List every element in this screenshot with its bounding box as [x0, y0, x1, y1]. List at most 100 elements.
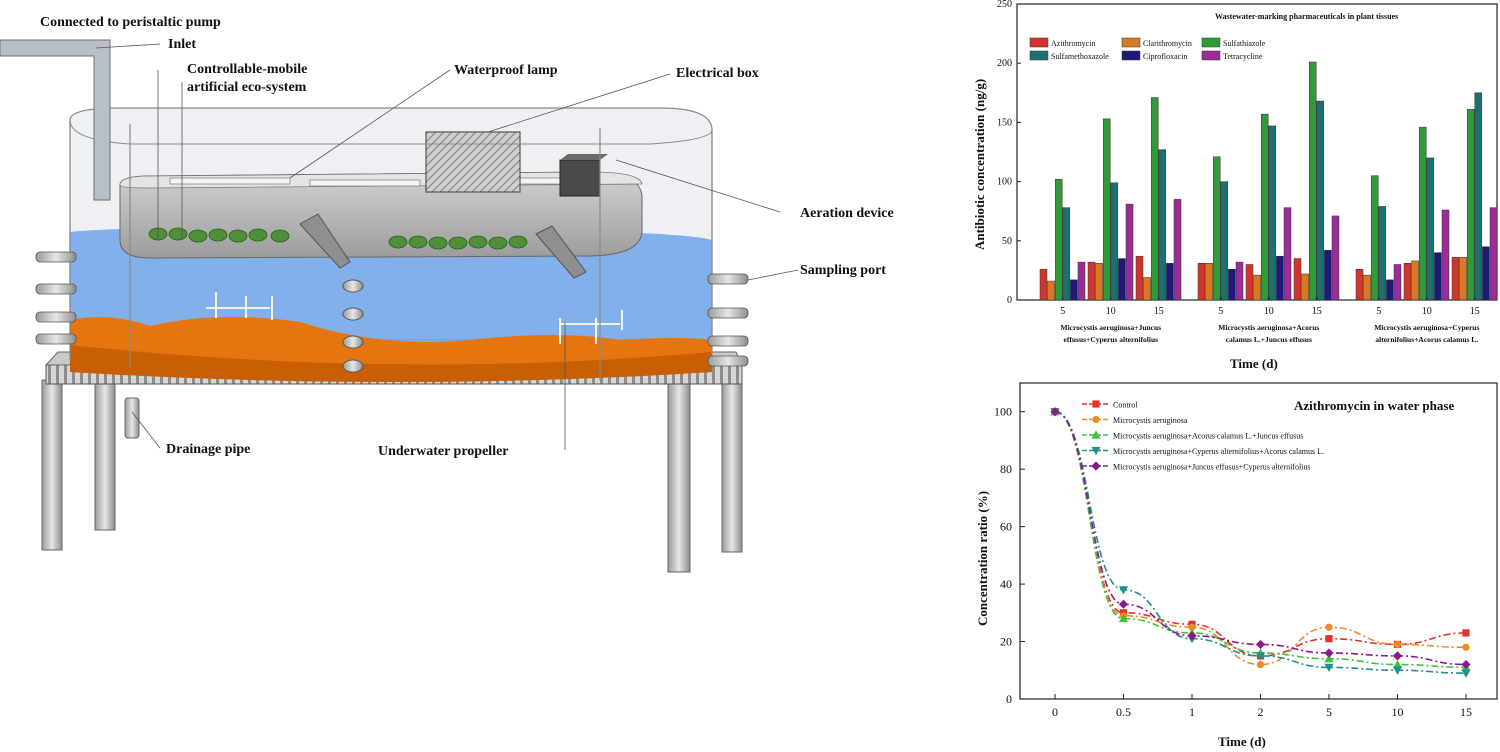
line-point-3-5: [1392, 666, 1403, 675]
bar-azithromycin-2-0: [1355, 268, 1364, 301]
bar-sulfamethoxazole-1-1: [1268, 125, 1277, 301]
line-point-4-6: [1461, 659, 1471, 670]
bar-sulfamethoxazole-1-0: [1220, 181, 1229, 301]
label-lamp: Waterproof lamp: [454, 63, 558, 78]
line-xtick-label: 5: [1326, 705, 1332, 719]
label-electrical-box: Electrical box: [676, 66, 759, 81]
line-point-1-4: [1325, 623, 1333, 631]
underwater-propeller: [206, 292, 623, 344]
line-xtick-label: 0: [1052, 705, 1058, 719]
bar-sulfathiazole-1-2: [1308, 61, 1317, 301]
line-point-4-0: [1050, 407, 1060, 417]
line-chart: Azithromycin in water phase 020406080100…: [975, 382, 1498, 749]
bar-azithromycin-0-2: [1135, 255, 1144, 301]
line-point-1-6: [1462, 643, 1470, 651]
line-xtick-label: 1: [1189, 705, 1195, 719]
bar-sulfathiazole-1-0: [1212, 156, 1221, 301]
bar-legend-label: Sulfamethoxazole: [1051, 52, 1109, 61]
bar-legend-swatch: [1121, 50, 1141, 61]
bar-ciprofloxacin-0-2: [1166, 263, 1174, 301]
bar-sulfamethoxazole-1-2: [1316, 100, 1325, 301]
bar-group-label: Microcystis aeruginosa+Juncus: [1060, 323, 1161, 332]
raft-propeller: [299, 213, 587, 279]
bar-sulfathiazole-0-1: [1102, 118, 1111, 301]
bar-ciprofloxacin-2-1: [1434, 252, 1442, 301]
bar-legend-label: Tetracycline: [1223, 52, 1263, 61]
label-inlet: Inlet: [168, 37, 196, 52]
bar-xtick-label: 5: [1060, 306, 1065, 317]
table-leg: [667, 379, 691, 573]
waterproof-lamp: [169, 177, 291, 185]
bar-ytick-label: 250: [997, 0, 1012, 10]
bar-ytick-label: 150: [997, 117, 1012, 128]
bar-legend-swatch: [1029, 37, 1049, 48]
bar-xtick-label: 15: [1312, 306, 1322, 317]
line-point-4-3: [1255, 639, 1266, 650]
line-point-1-3: [1256, 660, 1265, 669]
bar-clarithromycin-0-1: [1095, 263, 1103, 301]
bar-sulfathiazole-0-2: [1150, 97, 1159, 301]
bar-xtick-label: 10: [1264, 306, 1274, 317]
bar-group-label: Microcystis aeruginosa+Acorus: [1218, 323, 1319, 332]
bar-xtick-label: 5: [1376, 306, 1381, 317]
line-point-3-1: [1118, 586, 1129, 595]
bar-chart: Wastewater-marking pharmaceuticals in pl…: [972, 0, 1498, 371]
line-legend-label: Microcystis aeruginosa+Cyperus alternifo…: [1113, 447, 1324, 456]
line-point-1-5: [1393, 640, 1402, 649]
bar-azithromycin-1-0: [1197, 263, 1206, 301]
line-point-4-5: [1392, 651, 1403, 661]
bar-ciprofloxacin-1-1: [1276, 255, 1284, 301]
bar-xtick-label: 10: [1422, 306, 1432, 317]
bar-ylabel: Antibiotic concentration (ng/g): [972, 79, 987, 250]
bar-azithromycin-2-2: [1451, 257, 1460, 301]
line-legend-label: Microcystis aeruginosa: [1113, 416, 1188, 425]
line-series-2: [1054, 410, 1467, 669]
sampling-ports: [35, 251, 749, 367]
bar-chart-title: Wastewater-marking pharmaceuticals in pl…: [1215, 12, 1398, 21]
bar-sulfamethoxazole-2-0: [1378, 206, 1387, 301]
bar-tetracycline-0-0: [1077, 261, 1086, 301]
line-ytick-label: 60: [1000, 520, 1012, 534]
bar-ciprofloxacin-0-1: [1118, 258, 1126, 301]
bar-ytick-label: 0: [1007, 295, 1012, 306]
bar-legend-label: Sulfathiazole: [1223, 39, 1266, 48]
aeration-device: [559, 159, 601, 197]
bar-ciprofloxacin-1-2: [1324, 250, 1332, 301]
line-point-2-4: [1324, 654, 1334, 663]
bar-azithromycin-1-2: [1293, 258, 1302, 301]
bar-xtick-label: 15: [1154, 306, 1164, 317]
line-ytick-label: 80: [1000, 462, 1012, 476]
line-ylabel: Concentration ratio (%): [975, 491, 990, 626]
line-point-4-4: [1324, 648, 1334, 658]
label-eco2: artificial eco-system: [187, 80, 307, 95]
line-point-4-1: [1118, 599, 1129, 609]
reactor-diagram: Connected to peristaltic pump Inlet Cont…: [0, 15, 894, 573]
bar-sulfamethoxazole-0-0: [1062, 207, 1071, 301]
label-sampling: Sampling port: [800, 263, 886, 278]
bar-group-label: effusus+Cyperus alternifolius: [1064, 335, 1159, 344]
bar-tetracycline-0-1: [1125, 203, 1134, 301]
line-point-1-2: [1188, 623, 1196, 631]
bar-sulfamethoxazole-2-1: [1426, 157, 1435, 301]
bar-ytick-label: 100: [997, 177, 1012, 188]
line-point-2-1: [1118, 613, 1129, 623]
bar-sulfathiazole-0-0: [1054, 178, 1063, 301]
drainage-pipe: [124, 397, 140, 439]
bar-sulfathiazole-1-1: [1260, 113, 1269, 301]
bar-tetracycline-0-2: [1173, 199, 1182, 301]
bar-clarithromycin-1-2: [1301, 273, 1309, 301]
label-pump: Connected to peristaltic pump: [40, 15, 221, 30]
line-legend-marker: [1091, 446, 1101, 456]
line-chart-title: Azithromycin in water phase: [1294, 398, 1454, 413]
bar-legend-label: Clarithromycin: [1143, 39, 1192, 48]
bar-azithromycin-1-1: [1245, 264, 1254, 301]
bar-legend-swatch: [1029, 50, 1049, 61]
line-ytick-label: 40: [1000, 577, 1012, 591]
bar-clarithromycin-0-0: [1047, 280, 1055, 301]
bar-tetracycline-1-0: [1235, 261, 1244, 301]
bar-clarithromycin-1-0: [1205, 263, 1213, 301]
bar-clarithromycin-2-1: [1411, 260, 1419, 301]
electrical-box: [425, 131, 521, 193]
bar-xtick-label: 15: [1470, 306, 1480, 317]
